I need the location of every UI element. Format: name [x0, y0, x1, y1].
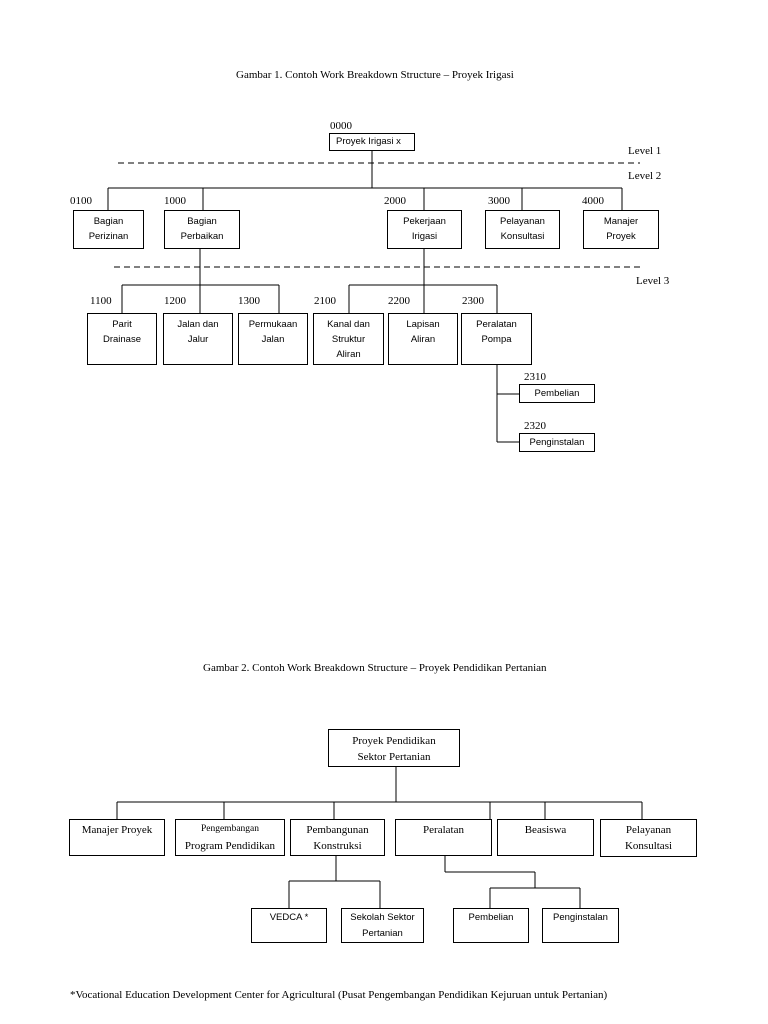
root-code: 0000	[330, 120, 352, 132]
fig2-node-manajer-proyek: Manajer Proyek	[69, 819, 165, 856]
fig2-node-beasiswa: Beasiswa	[497, 819, 594, 856]
level-2-label: Level 2	[628, 170, 662, 182]
node-label-line: Manajer	[603, 216, 639, 227]
node-label-line: Pembelian	[468, 912, 514, 923]
node-label-line: Perizinan	[88, 231, 129, 242]
fig2-node-pengembangan-program: Pengembangan Program Pendidikan	[175, 819, 285, 856]
node-label-line: Kanal dan	[327, 319, 370, 330]
node-label-line: Program Pendidikan	[184, 840, 276, 852]
node-label-line: Konsultasi	[500, 231, 545, 242]
code-2000: 2000	[384, 195, 406, 207]
node-label-line: Proyek	[606, 231, 636, 242]
node-label-line: Irigasi	[411, 231, 438, 242]
node-label-line: Jalan	[261, 334, 285, 345]
node-penginstalan: Penginstalan	[519, 433, 595, 452]
node-label-line: Sekolah Sektor	[350, 912, 415, 923]
node-parit-drainase: Parit Drainase	[87, 313, 157, 365]
level-1-label: Level 1	[628, 145, 662, 157]
code-1100: 1100	[90, 295, 112, 307]
node-peralatan-pompa: Peralatan Pompa	[461, 313, 532, 365]
node-label-line: Proyek Pendidikan	[352, 735, 436, 747]
figure1-title: Gambar 1. Contoh Work Breakdown Structur…	[236, 69, 514, 81]
fig2-node-sekolah-sektor-pertanian: Sekolah Sektor Pertanian	[341, 908, 424, 943]
root-node-label: Proyek Irigasi x	[336, 136, 401, 147]
code-1000: 1000	[164, 195, 186, 207]
node-kanal-dan-struktur-aliran: Kanal dan Struktur Aliran	[313, 313, 384, 365]
node-label-line: Pelayanan	[500, 216, 545, 227]
node-label-line: Konstruksi	[313, 840, 362, 852]
node-pembelian: Pembelian	[519, 384, 595, 403]
node-label-line: Lapisan	[406, 319, 440, 330]
node-label-line: Pembangunan	[306, 824, 369, 836]
node-label-line: Penginstalan	[553, 912, 608, 923]
code-2310: 2310	[524, 371, 546, 383]
code-3000: 3000	[488, 195, 510, 207]
node-label-line: Aliran	[410, 334, 436, 345]
node-label-line: Bagian	[187, 216, 217, 227]
fig2-root-node: Proyek Pendidikan Sektor Pertanian	[328, 729, 460, 767]
node-label-line: Peralatan	[423, 824, 464, 836]
code-2200: 2200	[388, 295, 410, 307]
node-label-line: Sektor Pertanian	[357, 751, 431, 763]
node-label-line: Aliran	[336, 349, 361, 360]
node-label-line: Beasiswa	[524, 824, 567, 836]
node-bagian-perbaikan: Bagian Perbaikan	[164, 210, 240, 249]
fig2-node-penginstalan: Penginstalan	[542, 908, 619, 943]
node-label-line: Pelayanan	[625, 824, 672, 836]
fig2-node-vedca: VEDCA *	[251, 908, 327, 943]
node-label-line: Pertanian	[362, 928, 403, 939]
node-label-line: Permukaan	[248, 319, 298, 330]
node-pekerjaan-irigasi: Pekerjaan Irigasi	[387, 210, 462, 249]
node-manajer-proyek: Manajer Proyek	[583, 210, 659, 249]
code-0100: 0100	[70, 195, 92, 207]
code-1300: 1300	[238, 295, 260, 307]
code-4000: 4000	[582, 195, 604, 207]
node-label-line: Parit	[112, 319, 132, 330]
node-label-line: Peralatan	[476, 319, 517, 330]
root-node: Proyek Irigasi x	[329, 133, 415, 151]
node-label-line: Konsultasi	[624, 840, 673, 852]
node-label-line: Pompa	[481, 334, 512, 345]
node-label-line: Drainase	[102, 334, 142, 345]
node-jalan-dan-jalur: Jalan dan Jalur	[163, 313, 233, 365]
node-label-line: Pembelian	[534, 388, 580, 399]
node-label-line: VEDCA *	[269, 912, 309, 923]
node-label-line: Manajer Proyek	[81, 824, 153, 836]
node-label-line: Jalan dan	[177, 319, 219, 330]
node-permukaan-jalan: Permukaan Jalan	[238, 313, 308, 365]
figure2-title: Gambar 2. Contoh Work Breakdown Structur…	[203, 662, 547, 674]
node-pelayanan-konsultasi: Pelayanan Konsultasi	[485, 210, 560, 249]
code-2300: 2300	[462, 295, 484, 307]
footnote: *Vocational Education Development Center…	[70, 989, 608, 1001]
fig2-node-peralatan: Peralatan	[395, 819, 492, 856]
node-label-line: Penginstalan	[529, 437, 585, 448]
level-3-label: Level 3	[636, 275, 670, 287]
fig2-node-pembelian: Pembelian	[453, 908, 529, 943]
node-label-line: Pengembangan	[200, 824, 260, 834]
fig2-node-pelayanan-konsultasi: Pelayanan Konsultasi	[600, 819, 697, 857]
node-lapisan-aliran: Lapisan Aliran	[388, 313, 458, 365]
code-2320: 2320	[524, 420, 546, 432]
code-2100: 2100	[314, 295, 336, 307]
code-1200: 1200	[164, 295, 186, 307]
node-label-line: Struktur	[331, 334, 366, 345]
node-bagian-perizinan: Bagian Perizinan	[73, 210, 144, 249]
node-label-line: Perbaikan	[180, 231, 224, 242]
fig2-node-pembangunan-konstruksi: Pembangunan Konstruksi	[290, 819, 385, 856]
node-label-line: Bagian	[93, 216, 124, 227]
node-label-line: Pekerjaan	[403, 216, 446, 227]
node-label-line: Jalur	[187, 334, 209, 345]
